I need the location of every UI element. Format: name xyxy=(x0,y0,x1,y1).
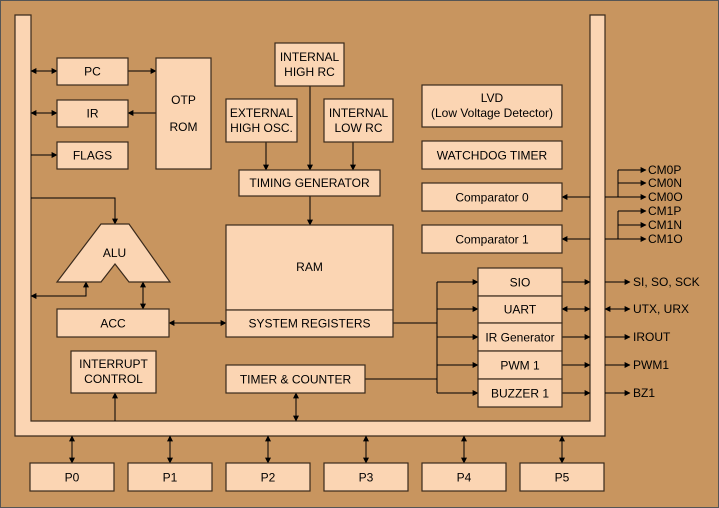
port-p0: P0 xyxy=(29,462,115,492)
timing-generator-block: TIMING GENERATOR xyxy=(238,169,381,197)
signal-cm1p: CM1P xyxy=(648,204,681,218)
system-registers-label: SYSTEM REGISTERS xyxy=(248,317,370,331)
signal-bz1: BZ1 xyxy=(633,386,655,400)
port-p5: P5 xyxy=(519,462,605,492)
timing-generator-label: TIMING GENERATOR xyxy=(249,176,370,190)
internal-low-rc-block: INTERNAL LOW RC xyxy=(323,98,394,143)
internal-high-rc-block: INTERNAL HIGH RC xyxy=(274,42,345,87)
port-p5-label: P5 xyxy=(555,471,570,485)
watchdog-timer-block: WATCHDOG TIMER xyxy=(421,140,563,170)
port-p2: P2 xyxy=(225,462,311,492)
timer-counter-label: TIMER & COUNTER xyxy=(240,373,352,387)
internal-bus-frame xyxy=(14,14,606,437)
otp-label: OTP xyxy=(171,93,196,107)
signal-pwm1: PWM1 xyxy=(633,358,669,372)
ir-generator-label: IR Generator xyxy=(485,331,554,345)
uart-block: UART xyxy=(477,295,563,324)
lvd-block: LVD (Low Voltage Detector) xyxy=(421,84,563,128)
internal-high-rc-label-1: INTERNAL xyxy=(280,50,340,64)
ram-label: RAM xyxy=(296,260,323,274)
interrupt-control-block: INTERRUPT CONTROL xyxy=(70,350,157,394)
signal-uart: UTX, URX xyxy=(633,302,689,316)
flags-block: FLAGS xyxy=(56,141,129,170)
otp-rom-block: OTP ROM xyxy=(155,57,212,170)
internal-low-rc-label-1: INTERNAL xyxy=(329,106,389,120)
comparator-0-label: Comparator 0 xyxy=(455,191,529,205)
buzzer1-block: BUZZER 1 xyxy=(477,378,563,408)
pc-block: PC xyxy=(56,57,129,86)
internal-high-rc-label-2: HIGH RC xyxy=(284,65,335,79)
timer-counter-block: TIMER & COUNTER xyxy=(225,364,366,394)
connections xyxy=(30,68,647,464)
watchdog-timer-label: WATCHDOG TIMER xyxy=(437,149,548,163)
flags-label: FLAGS xyxy=(73,149,112,163)
signal-cm0o: CM0O xyxy=(648,190,683,204)
acc-label: ACC xyxy=(100,317,126,331)
port-p1: P1 xyxy=(127,462,213,492)
buzzer1-label: BUZZER 1 xyxy=(491,387,549,401)
signal-cm1n: CM1N xyxy=(648,218,682,232)
rom-label: ROM xyxy=(170,120,198,134)
alu-label: ALU xyxy=(103,246,126,260)
port-p4: P4 xyxy=(421,462,507,492)
alu-block: ALU xyxy=(55,223,172,283)
port-p3: P3 xyxy=(323,462,409,492)
comparator-1-block: Comparator 1 xyxy=(421,224,563,254)
ir-label: IR xyxy=(87,107,99,121)
ir-block: IR xyxy=(56,99,129,128)
pwm1-block: PWM 1 xyxy=(477,350,563,380)
comparator-0-block: Comparator 0 xyxy=(421,182,563,212)
ram-block: RAM xyxy=(225,224,394,311)
pc-label: PC xyxy=(84,65,101,79)
uart-label: UART xyxy=(504,303,537,317)
control-label: CONTROL xyxy=(84,372,143,386)
lvd-label: LVD xyxy=(481,91,504,105)
comparator-1-label: Comparator 1 xyxy=(455,233,529,247)
acc-block: ACC xyxy=(56,308,170,338)
signal-irout: IROUT xyxy=(633,330,671,344)
signal-cm1o: CM1O xyxy=(648,232,683,246)
interrupt-label: INTERRUPT xyxy=(79,357,148,371)
sio-block: SIO xyxy=(477,267,563,297)
port-p2-label: P2 xyxy=(261,471,276,485)
ir-generator-block: IR Generator xyxy=(477,322,563,352)
signal-cm0n: CM0N xyxy=(648,176,682,190)
signal-cm0p: CM0P xyxy=(648,163,681,177)
external-high-osc-label-1: EXTERNAL xyxy=(230,106,294,120)
signal-sio: SI, SO, SCK xyxy=(633,275,700,289)
port-p1-label: P1 xyxy=(163,471,178,485)
internal-low-rc-label-2: LOW RC xyxy=(335,121,383,135)
system-registers-block: SYSTEM REGISTERS xyxy=(225,309,394,338)
port-p3-label: P3 xyxy=(359,471,374,485)
port-p4-label: P4 xyxy=(457,471,472,485)
external-high-osc-label-2: HIGH OSC. xyxy=(230,121,293,135)
lvd-sublabel: (Low Voltage Detector) xyxy=(431,106,553,120)
port-p0-label: P0 xyxy=(65,471,80,485)
sio-label: SIO xyxy=(510,276,531,290)
external-high-osc-block: EXTERNAL HIGH OSC. xyxy=(225,98,298,143)
pwm1-label: PWM 1 xyxy=(500,359,540,373)
